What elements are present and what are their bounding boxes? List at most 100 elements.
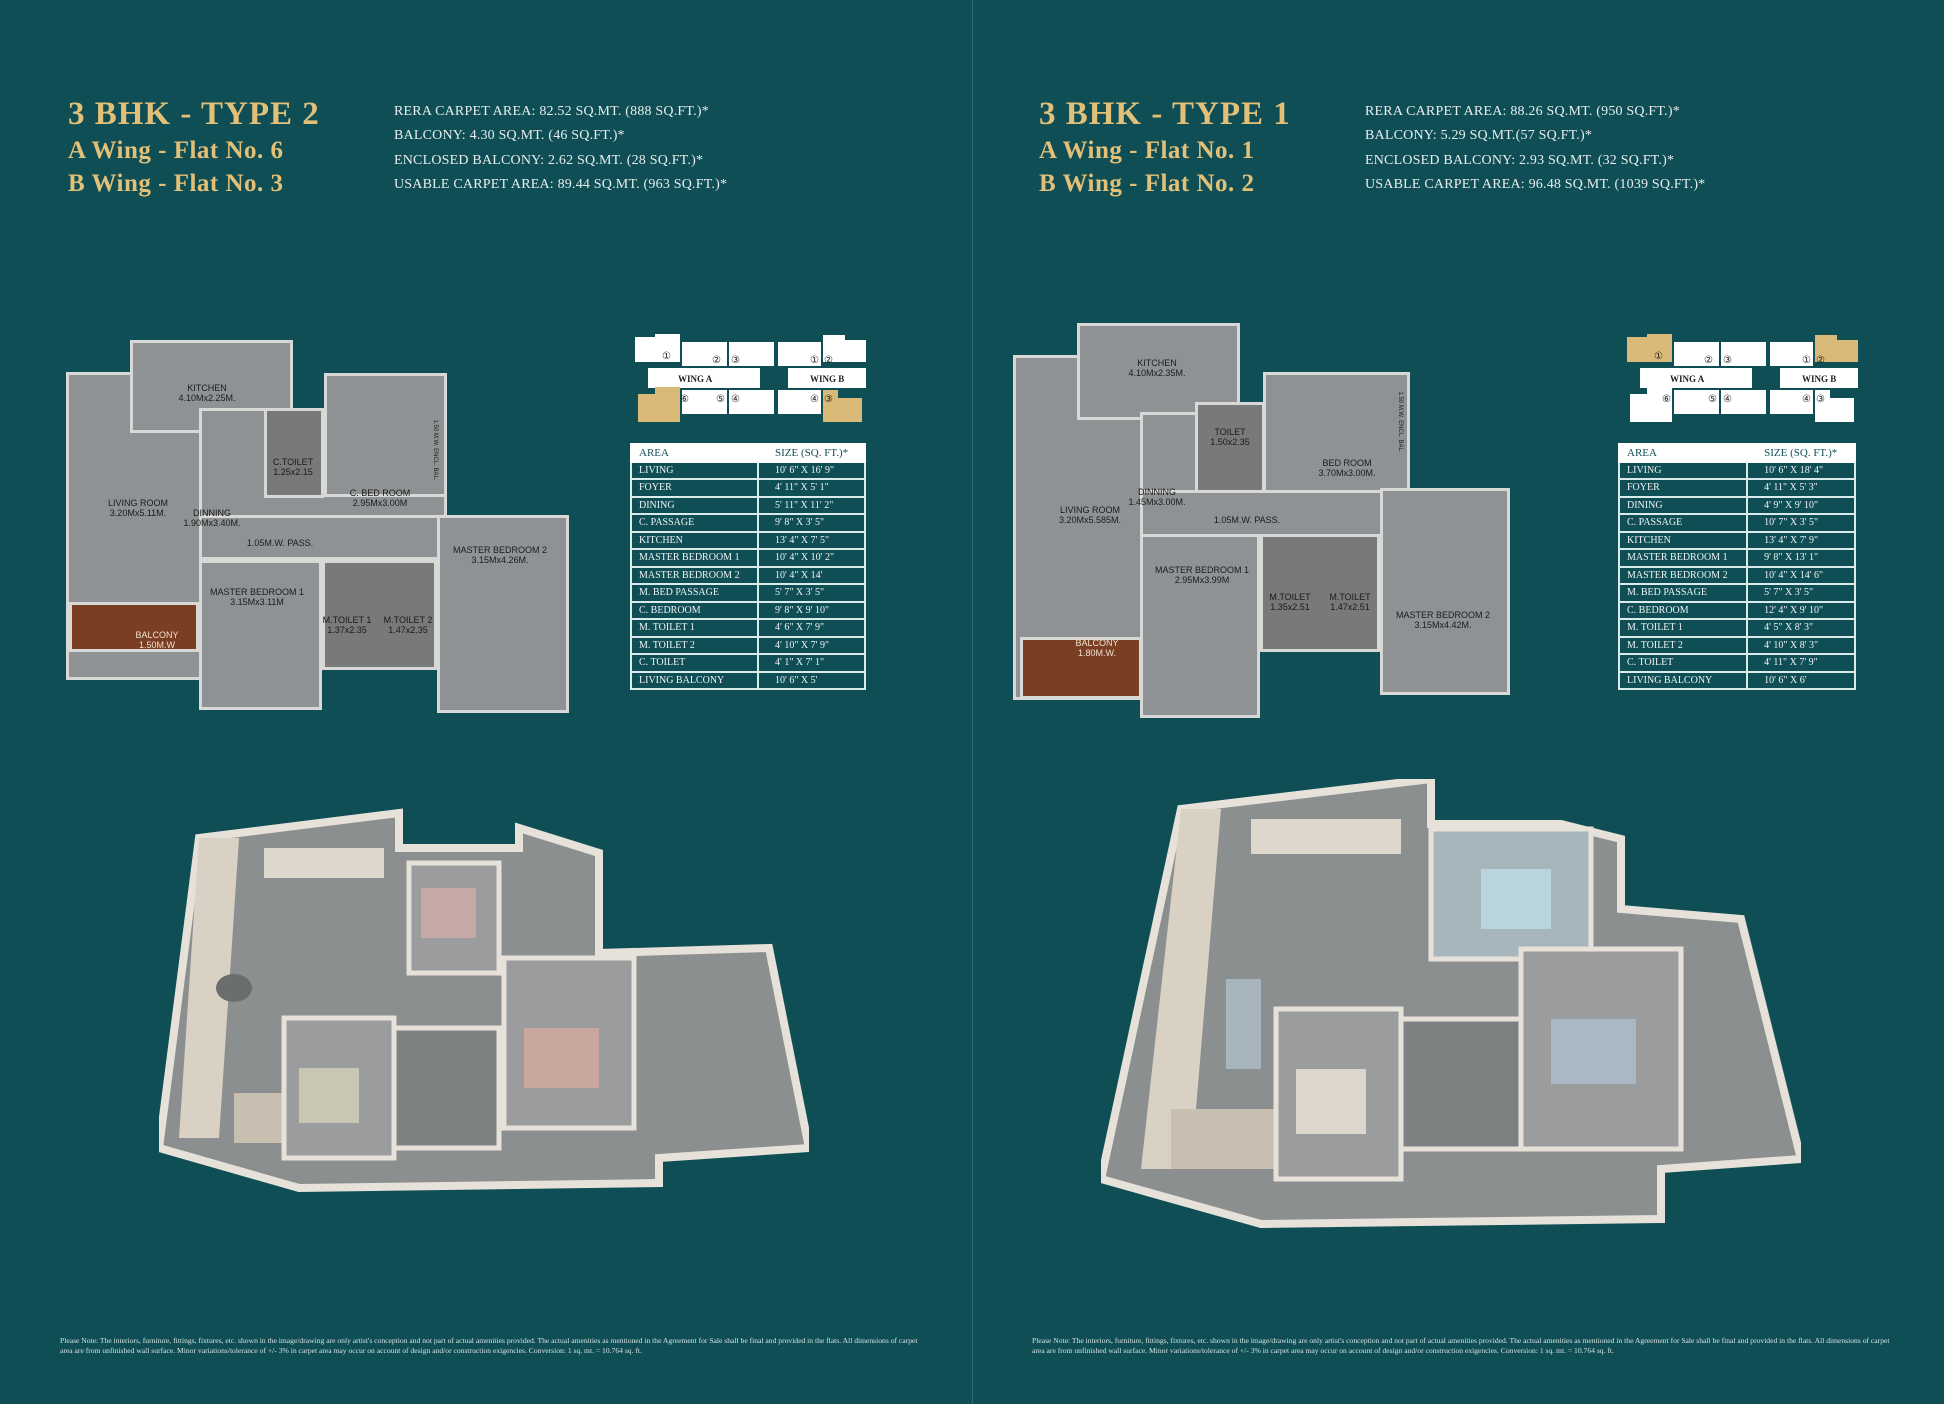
usable-carpet-area: USABLE CARPET AREA: 96.48 SQ.MT. (1039 S…: [1365, 176, 1706, 192]
3d-toilets: [391, 1025, 502, 1151]
room-master-bedroom-2: [437, 515, 569, 713]
disclaimer-note: Please Note: The interiors, furniture, f…: [1032, 1336, 1890, 1355]
flat-b2: [823, 335, 866, 362]
area-name: FOYER: [629, 478, 760, 498]
enclosed-balcony-area: ENCLOSED BALCONY: 2.62 SQ.MT. (28 SQ.FT.…: [394, 152, 704, 168]
key-a3: ③: [731, 355, 740, 366]
area-specs: RERA CARPET AREA: 82.52 SQ.MT. (888 SQ.F…: [394, 100, 727, 197]
area-size: 9' 8" X 13' 1": [1746, 548, 1856, 568]
room-master-toilets: [322, 560, 437, 670]
wing-a-flat: A Wing - Flat No. 1: [1039, 137, 1255, 164]
header-size: SIZE (SQ. FT.)*: [1746, 443, 1856, 463]
3d-balcony: [1171, 1109, 1281, 1169]
area-size: 10' 6" X 16' 9": [757, 460, 866, 480]
key-a1: ①: [662, 351, 671, 362]
area-size: 4' 11" X 5' 3": [1746, 478, 1856, 498]
area-name: LIVING: [629, 460, 760, 480]
area-name: M. TOILET 1: [629, 618, 760, 638]
area-name: LIVING BALCONY: [1617, 670, 1749, 690]
flat-b2-highlight: [1815, 335, 1858, 362]
key-b4: ④: [1802, 394, 1811, 405]
area-size: 10' 4" X 14' 6": [1746, 565, 1856, 585]
area-name: C. BEDROOM: [1617, 600, 1749, 620]
area-name: M. TOILET 1: [1617, 618, 1749, 638]
area-name: C. TOILET: [629, 653, 760, 673]
page-divider: [972, 0, 973, 1404]
area-size: 5' 7" X 3' 5": [757, 583, 866, 603]
flat-b4: [778, 390, 821, 414]
page-type-2: 3 BHK - TYPE 2 A Wing - Flat No. 6 B Win…: [60, 94, 918, 1355]
area-name: MASTER BEDROOM 1: [1617, 548, 1749, 568]
key-a2: ②: [712, 355, 721, 366]
key-a6: ⑥: [680, 394, 689, 405]
key-b1: ①: [810, 355, 819, 366]
room-balcony: [69, 602, 199, 652]
label-passage: 1.05M.W. PASS.: [1213, 515, 1281, 525]
area-size: 4' 11" X 7' 9": [1746, 653, 1856, 673]
area-name: M. TOILET 2: [1617, 635, 1749, 655]
area-size: 4' 5" X 8' 3": [1746, 618, 1856, 638]
area-name: KITCHEN: [1617, 530, 1749, 550]
3d-kitchen-counter: [264, 848, 384, 878]
header-size: SIZE (SQ. FT.)*: [757, 443, 866, 463]
key-b1: ①: [1802, 355, 1811, 366]
3d-table: [216, 974, 252, 1002]
area-name: C. PASSAGE: [1617, 513, 1749, 533]
area-size: 5' 7" X 3' 5": [1746, 583, 1856, 603]
header-area: AREA: [1617, 443, 1749, 463]
area-name: M. TOILET 2: [629, 635, 760, 655]
key-b3: ③: [824, 394, 833, 405]
area-name: C. BEDROOM: [629, 600, 760, 620]
wing-b-flat: B Wing - Flat No. 3: [68, 170, 284, 197]
wing-a-label: WING A: [1670, 374, 1705, 384]
3d-toilets: [1398, 1016, 1524, 1152]
room-master-bedroom-2: [1380, 488, 1510, 695]
flat-a1: [635, 334, 680, 362]
key-b2: ②: [1816, 355, 1825, 366]
area-size: 9' 8" X 9' 10": [757, 600, 866, 620]
3d-sofa: [1226, 979, 1261, 1069]
disclaimer-note: Please Note: The interiors, furniture, f…: [60, 1336, 918, 1355]
key-plan: ① ② ③ ⑥ ⑤ ④ ① ② ④ ③ WING A WING B: [1627, 334, 1858, 422]
key-a5: ⑤: [1708, 394, 1717, 405]
area-name: C. TOILET: [1617, 653, 1749, 673]
rera-carpet-area: RERA CARPET AREA: 88.26 SQ.MT. (950 SQ.F…: [1365, 104, 1680, 119]
title-block: 3 BHK - TYPE 2 A Wing - Flat No. 6 B Win…: [68, 94, 320, 200]
area-size: 10' 4" X 10' 2": [757, 548, 866, 568]
floor-plan-3d: [1101, 779, 1801, 1229]
key-a4: ④: [731, 394, 740, 405]
page-type-1: 3 BHK - TYPE 1 A Wing - Flat No. 1 B Win…: [973, 0, 1944, 1404]
wing-a-flat: A Wing - Flat No. 6: [68, 137, 284, 164]
room-c-toilet: [264, 408, 324, 498]
wing-b-label: WING B: [1802, 374, 1836, 384]
room-master-bedroom-1: [199, 560, 322, 710]
3d-bed-2: [524, 1028, 599, 1088]
key-b2: ②: [824, 355, 833, 366]
header-area: AREA: [629, 443, 760, 463]
key-a2: ②: [1704, 355, 1713, 366]
key-a5: ⑤: [716, 394, 725, 405]
